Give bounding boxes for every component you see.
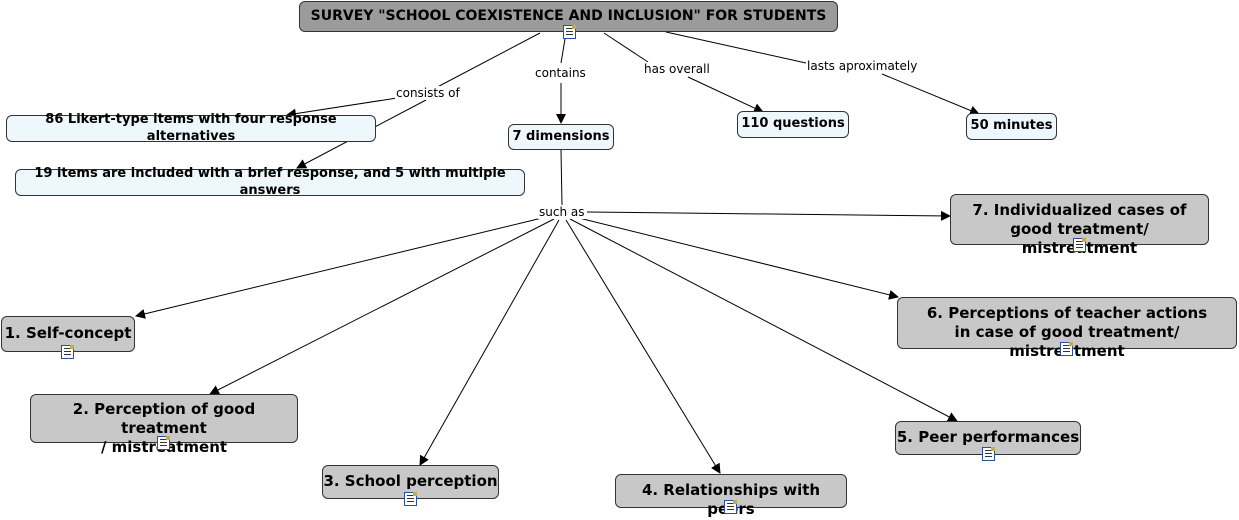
concept-dimensions-label: 7 dimensions <box>512 128 610 144</box>
concept-questions[interactable]: 110 questions <box>737 111 849 138</box>
concept-brief-items[interactable]: 19 items are included with a brief respo… <box>15 166 525 198</box>
concept-likert-label: 86 Likert-type items with four response … <box>45 112 337 144</box>
edge-suchas-d4 <box>565 219 721 474</box>
dimension-1-label: 1. Self-concept <box>4 324 132 342</box>
dimension-6[interactable]: 6. Perceptions of teacher actions in cas… <box>897 297 1237 360</box>
concept-questions-label: 110 questions <box>741 116 845 132</box>
edge-root-lasts <box>665 31 807 64</box>
dimension-4[interactable]: 4. Relationships with peers <box>615 474 847 518</box>
edge-suchas-d5 <box>569 218 958 422</box>
label-contains: contains <box>534 66 587 80</box>
edge-root-hasoverall <box>603 32 649 63</box>
edge-suchas-d6 <box>574 216 899 300</box>
dimension-5-label: 5. Peer performances <box>896 428 1080 446</box>
dimension-3[interactable]: 3. School perception <box>322 465 499 499</box>
document-icon[interactable] <box>404 492 417 506</box>
concept-minutes[interactable]: 50 minutes <box>966 113 1057 140</box>
document-icon[interactable] <box>1060 342 1073 356</box>
root-title: SURVEY "SCHOOL COEXISTENCE AND INCLUSION… <box>310 7 827 24</box>
edge-dimensions-suchas <box>560 149 563 206</box>
document-icon[interactable] <box>1073 238 1086 252</box>
concept-brief-label: 19 items are included with a brief respo… <box>34 166 506 198</box>
label-has-overall: has overall <box>643 62 711 76</box>
edge-suchas-d2 <box>209 218 555 395</box>
label-consists-of: consists of <box>395 86 461 100</box>
label-such-as: such as <box>538 205 586 219</box>
edge-suchas-d3 <box>419 219 560 466</box>
concept-dimensions[interactable]: 7 dimensions <box>508 124 614 150</box>
edge-consists-likert <box>286 97 398 119</box>
dimension-7[interactable]: 7. Individualized cases of good treatmen… <box>950 194 1209 257</box>
edge-suchas-d7 <box>586 210 951 221</box>
label-lasts: lasts aproximately <box>806 59 919 73</box>
document-icon[interactable] <box>61 345 74 359</box>
dimension-2[interactable]: 2. Perception of good treatment / mistre… <box>30 394 298 456</box>
document-icon[interactable] <box>724 500 737 514</box>
document-icon[interactable] <box>563 25 576 39</box>
dimension-4-label: 4. Relationships with peers <box>641 481 821 518</box>
concept-minutes-label: 50 minutes <box>970 118 1053 134</box>
document-icon[interactable] <box>157 436 170 450</box>
edge-hasoverall-questions <box>687 76 764 113</box>
edge-suchas-d1 <box>135 217 543 319</box>
dimension-3-label: 3. School perception <box>323 472 498 490</box>
document-icon[interactable] <box>982 447 995 461</box>
concept-likert-items[interactable]: 86 Likert-type items with four response … <box>6 112 376 144</box>
edge-root-consists <box>425 32 541 94</box>
dimension-5[interactable]: 5. Peer performances <box>895 421 1081 455</box>
dimension-7-label: 7. Individualized cases of good treatmen… <box>972 201 1187 257</box>
edge-lasts-minutes <box>881 73 980 116</box>
